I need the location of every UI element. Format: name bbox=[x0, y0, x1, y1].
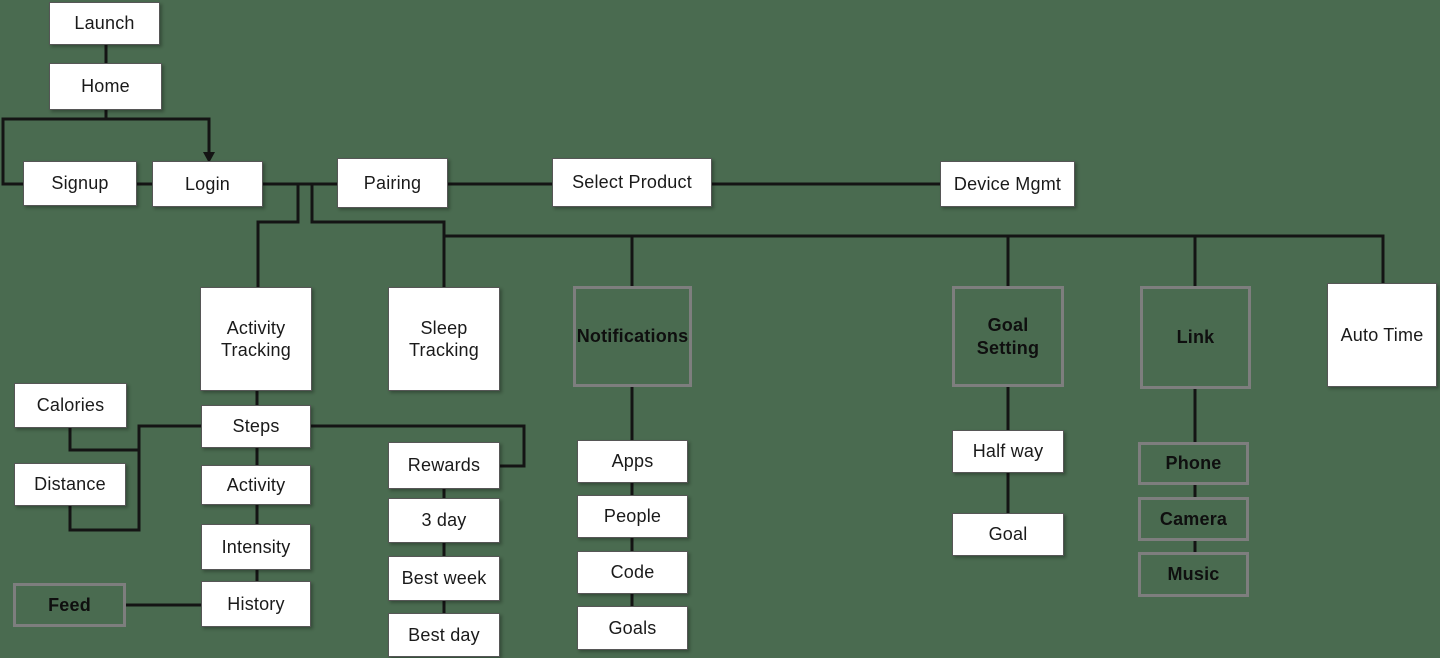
node-goal: Goal bbox=[952, 513, 1064, 556]
node-label-link: Link bbox=[1176, 327, 1215, 348]
node-label-history: History bbox=[227, 593, 285, 614]
node-sleep-tracking: Sleep Tracking bbox=[388, 287, 500, 391]
node-label-select-product: Select Product bbox=[572, 172, 692, 193]
node-steps: Steps bbox=[201, 405, 311, 448]
node-feed: Feed bbox=[13, 583, 126, 627]
node-label-best-week: Best week bbox=[401, 568, 487, 589]
arrow-into-login-icon bbox=[203, 152, 215, 163]
node-label-music: Music bbox=[1167, 564, 1220, 585]
node-phone: Phone bbox=[1138, 442, 1249, 485]
node-notifications: Notifications bbox=[573, 286, 692, 387]
node-login: Login bbox=[152, 161, 263, 207]
node-intensity: Intensity bbox=[201, 524, 311, 570]
node-select-product: Select Product bbox=[552, 158, 712, 207]
node-best-week: Best week bbox=[388, 556, 500, 601]
node-calories: Calories bbox=[14, 383, 127, 428]
node-label-phone: Phone bbox=[1165, 453, 1222, 474]
node-launch: Launch bbox=[49, 2, 160, 45]
node-label-code: Code bbox=[610, 562, 655, 583]
node-label-login: Login bbox=[184, 173, 231, 194]
connector-drop-to-sleep-tracking bbox=[310, 182, 446, 289]
connector-branch-to-signup bbox=[1, 117, 25, 186]
node-label-people: People bbox=[603, 506, 662, 527]
connector-steps-to-rewards bbox=[309, 424, 526, 468]
node-label-activity-tracking: Activity Tracking bbox=[221, 317, 291, 361]
node-link: Link bbox=[1140, 286, 1251, 389]
node-activity: Activity bbox=[201, 465, 311, 505]
node-half-way: Half way bbox=[952, 430, 1064, 473]
node-apps: Apps bbox=[577, 440, 688, 483]
node-code: Code bbox=[577, 551, 688, 594]
node-label-distance: Distance bbox=[34, 474, 106, 495]
node-label-device-mgmt: Device Mgmt bbox=[953, 173, 1062, 194]
connector-calories-elbow bbox=[68, 426, 141, 452]
node-rewards: Rewards bbox=[388, 442, 500, 489]
connector-distance-elbow bbox=[68, 504, 141, 532]
node-label-launch: Launch bbox=[74, 13, 135, 34]
node-pairing: Pairing bbox=[337, 158, 448, 208]
node-label-half-way: Half way bbox=[972, 441, 1044, 462]
node-label-pairing: Pairing bbox=[363, 172, 422, 193]
node-label-goal-setting: Goal Setting bbox=[976, 315, 1040, 358]
node-device-mgmt: Device Mgmt bbox=[940, 161, 1075, 207]
connector-drop-to-activity-tracking bbox=[256, 182, 300, 289]
node-label-sleep-tracking: Sleep Tracking bbox=[409, 317, 479, 361]
node-camera: Camera bbox=[1138, 497, 1249, 541]
node-label-notifications: Notifications bbox=[576, 326, 689, 347]
node-label-steps: Steps bbox=[232, 416, 280, 437]
node-home: Home bbox=[49, 63, 162, 110]
node-label-activity: Activity bbox=[226, 474, 286, 495]
node-label-calories: Calories bbox=[36, 395, 105, 416]
node-label-signup: Signup bbox=[51, 173, 109, 194]
node-history: History bbox=[201, 581, 311, 627]
node-activity-tracking: Activity Tracking bbox=[200, 287, 312, 391]
node-best-day: Best day bbox=[388, 613, 500, 657]
node-signup: Signup bbox=[23, 161, 137, 206]
node-label-three-day: 3 day bbox=[421, 510, 467, 531]
node-label-best-day: Best day bbox=[408, 624, 480, 645]
node-goal-setting: Goal Setting bbox=[952, 286, 1064, 387]
node-three-day: 3 day bbox=[388, 498, 500, 543]
node-label-intensity: Intensity bbox=[221, 536, 291, 557]
node-auto-time: Auto Time bbox=[1327, 283, 1437, 387]
node-label-camera: Camera bbox=[1159, 508, 1228, 529]
node-label-goal: Goal bbox=[988, 524, 1028, 545]
node-music: Music bbox=[1138, 552, 1249, 597]
node-label-rewards: Rewards bbox=[407, 455, 481, 476]
node-label-goals: Goals bbox=[608, 617, 657, 638]
node-goals: Goals bbox=[577, 606, 688, 650]
node-label-auto-time: Auto Time bbox=[1340, 324, 1424, 345]
node-label-feed: Feed bbox=[48, 594, 91, 615]
node-label-apps: Apps bbox=[611, 451, 654, 472]
node-people: People bbox=[577, 495, 688, 538]
node-label-home: Home bbox=[81, 76, 130, 97]
node-distance: Distance bbox=[14, 463, 126, 506]
